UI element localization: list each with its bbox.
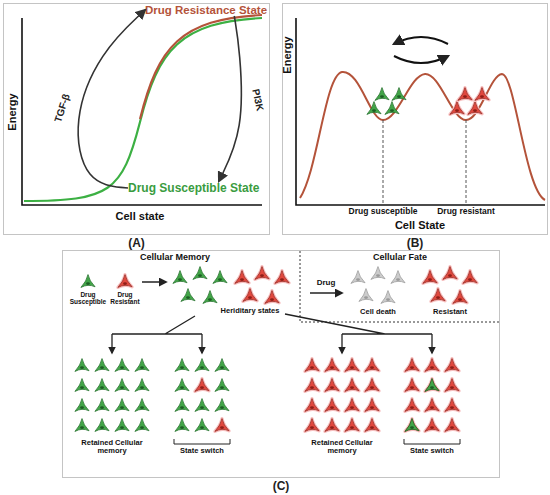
axis-label: Energy [6, 93, 18, 130]
switched-cell [215, 419, 229, 432]
susceptible-cell [385, 102, 399, 115]
resistant-cell [475, 88, 489, 101]
cellular-memory-c [72, 251, 499, 444]
cell-grid [402, 356, 462, 436]
pathway-arrow [78, 10, 145, 188]
cell-label: Heriditary states [221, 307, 280, 315]
section-title: Cellular Memory [140, 253, 210, 263]
lineage-branch [112, 316, 202, 334]
susceptible-cell [181, 289, 195, 302]
panel-letter: (B) [283, 236, 547, 250]
cell-grid [302, 356, 382, 436]
cell-label: Cell death [360, 308, 396, 316]
landscape-curve [300, 72, 545, 200]
panel-letter: (C) [63, 479, 499, 493]
lineage-arrow [341, 334, 342, 353]
pathway-label: TGF-β [52, 92, 72, 123]
state-label: Drug Susceptible State [128, 181, 268, 195]
susceptible-cell [375, 88, 389, 101]
susceptible-cell [213, 271, 227, 284]
cell-grid [402, 356, 462, 436]
transition-arrow [394, 37, 448, 44]
resistant-cell [463, 271, 477, 284]
susceptible-cell [81, 275, 95, 288]
section-divider [300, 251, 499, 322]
lineage-arrow [201, 334, 202, 353]
resistant-cell [450, 102, 464, 115]
dead-cell [381, 291, 395, 304]
cell-grid [302, 356, 382, 436]
panel-letter: (A) [4, 236, 269, 250]
pathway-label: PI3K [250, 88, 265, 112]
switched-cell [425, 379, 439, 392]
cell-grid [72, 356, 152, 436]
resistant-cell [453, 291, 467, 304]
switched-cell [195, 379, 209, 392]
pathway-arrow [219, 16, 241, 181]
dead-cell [351, 271, 365, 284]
resistant-cell [243, 289, 257, 302]
resistant-cell [118, 275, 132, 288]
group-label: Retained Cellular memory [306, 439, 378, 456]
resistant-cell [423, 271, 437, 284]
dead-cell [371, 267, 385, 280]
state-name: Drug Resistance State [145, 4, 269, 16]
energy-plot-a [22, 15, 262, 205]
axis-label: Cell state [116, 210, 165, 222]
cell-grid [172, 356, 232, 436]
resistant-cell [431, 289, 445, 302]
group-label: Retained Cellular memory [76, 439, 148, 456]
lineage-branch [285, 314, 432, 334]
treatment-label: Drug [317, 279, 336, 288]
axis-label: Energy [281, 36, 293, 73]
susceptible-cell [193, 267, 207, 280]
state-marker-label: Drug susceptible [349, 207, 418, 216]
well-marker-line [383, 120, 466, 205]
flow-arrow [310, 292, 342, 294]
cell-label: Drug Susceptible [67, 291, 109, 305]
plot-axis [296, 18, 545, 205]
resistant-cell [443, 267, 457, 280]
resistant-cell [468, 102, 482, 115]
susceptible-cell [392, 88, 406, 101]
susceptible-cell [203, 291, 217, 304]
cell-grid [172, 356, 232, 436]
resistant-cell [458, 88, 472, 101]
flow-arrow [142, 281, 166, 283]
dead-cell [391, 271, 405, 284]
resistance-curve [140, 15, 262, 119]
dead-cell [359, 289, 373, 302]
group-label: State switch [410, 447, 454, 455]
resistant-cell [235, 271, 249, 284]
cell-label: Drug Resistant [104, 291, 146, 305]
resistant-cell [275, 271, 289, 284]
transition-arrow [394, 56, 448, 63]
state-marker-label: Drug resistant [437, 207, 495, 216]
susceptible-cell [367, 102, 381, 115]
lineage-arrow [431, 334, 432, 353]
figure-panel: (A)Drug Resistance StateDrug Susceptible… [3, 3, 270, 235]
state-name: Drug Susceptible State [128, 181, 268, 195]
cell-grid [72, 356, 152, 436]
axis-label: Cell State [395, 219, 445, 231]
susceptible-cell [173, 271, 187, 284]
group-bracket [174, 439, 230, 444]
section-title: Cellular Fate [373, 253, 427, 263]
group-label: State switch [180, 447, 224, 455]
resistant-cell [265, 291, 279, 304]
group-bracket [404, 439, 460, 444]
switched-cell [405, 419, 419, 432]
lineage-arrow [111, 334, 112, 353]
resistant-cell [255, 267, 269, 280]
energy-landscape-b [296, 18, 545, 205]
cell-label: Resistant [433, 308, 467, 316]
state-label: Drug Resistance State [145, 4, 269, 16]
figure-panel: (B) [282, 3, 548, 235]
